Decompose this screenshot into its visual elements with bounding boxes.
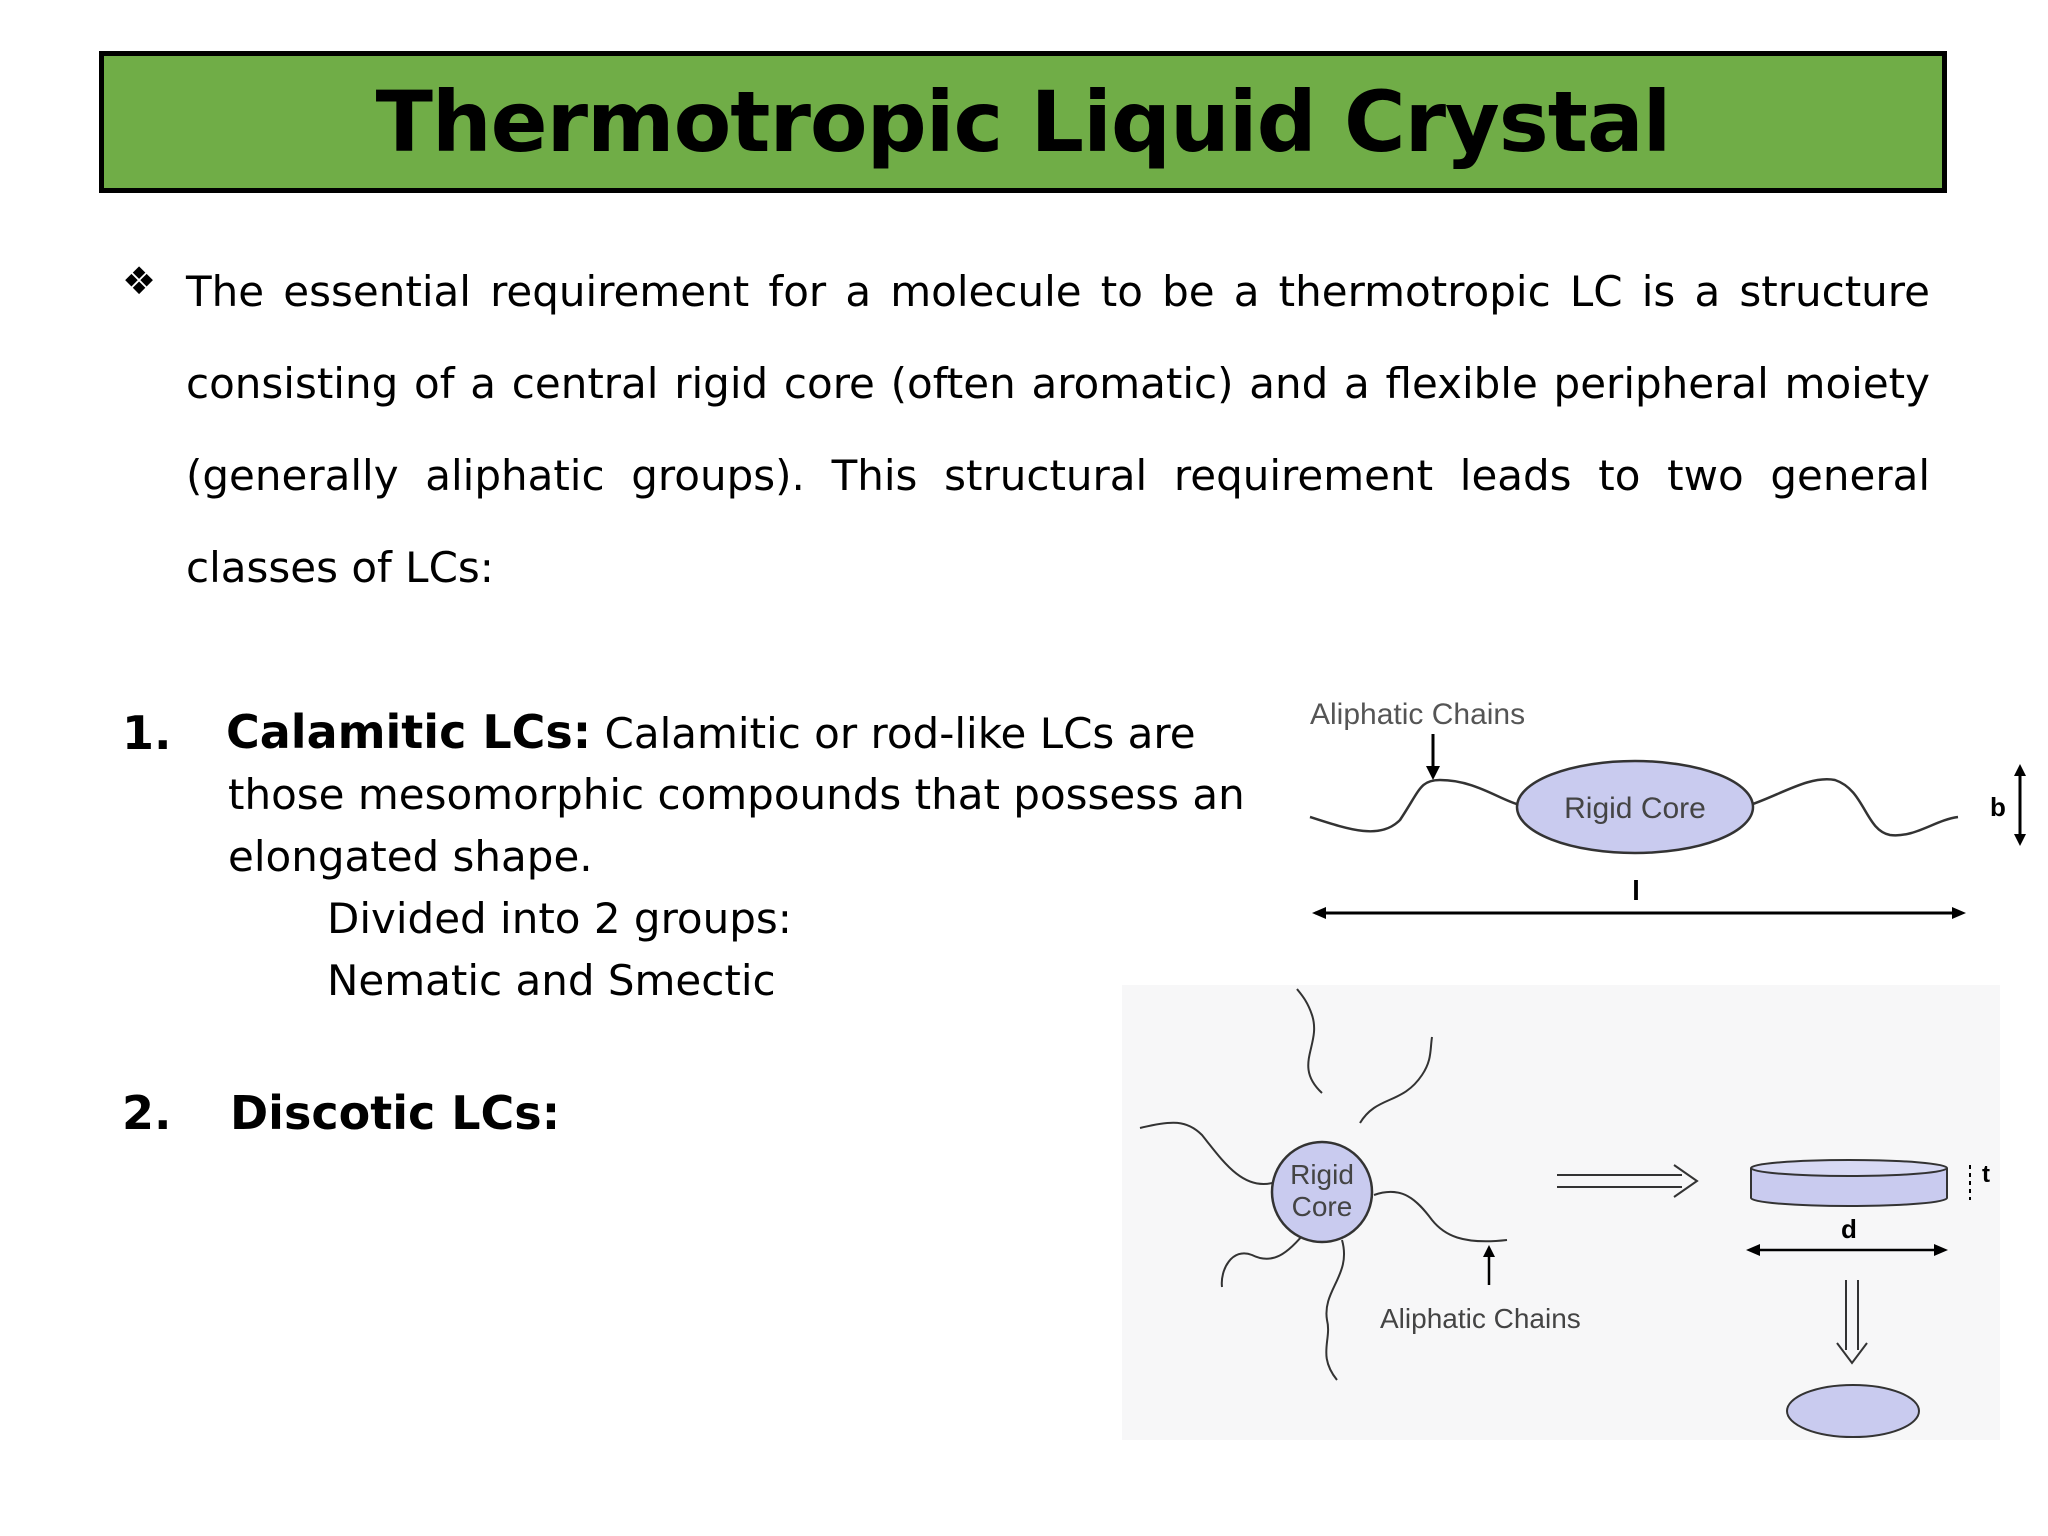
breadth-arrowhead-top [2014, 764, 2026, 776]
length-arrowhead-right [1952, 907, 1966, 919]
double-arrow-down-icon [1836, 1342, 1868, 1365]
bullet-diamond-icon: ❖ [122, 259, 157, 303]
item-2-heading: Discotic LCs: [230, 1086, 561, 1140]
breadth-label: b [1990, 792, 2006, 822]
disc-side-top [1750, 1159, 1948, 1177]
length-arrowhead-left [1312, 907, 1326, 919]
chains-pointer-arrowhead [1426, 766, 1440, 780]
diameter-arrowhead-right [1934, 1244, 1948, 1256]
discotic-diagram: Rigid Core Aliphatic Chains t d [1122, 985, 2000, 1440]
item-1-text-line1: Calamitic or rod-like LCs are [591, 709, 1196, 758]
breadth-arrowhead-bottom [2014, 834, 2026, 846]
item-1-number: 1. [122, 706, 172, 760]
rigid-core-ellipse [1515, 759, 1755, 855]
discotic-chains-pointer-head [1483, 1245, 1495, 1257]
discotic-diagram-background [1122, 985, 2000, 1440]
discotic-chain-bottom [1325, 1239, 1345, 1381]
discotic-core-label-line1: Rigid [1290, 1159, 1354, 1190]
item-2-number: 2. [122, 1086, 172, 1140]
item-1-heading: Calamitic LCs: [226, 705, 592, 759]
slide-title: Thermotropic Liquid Crystal [375, 73, 1672, 171]
double-arrow-down-shaft [1845, 1280, 1859, 1350]
double-arrow-right-shaft [1557, 1174, 1682, 1188]
discotic-chain-left [1139, 1121, 1273, 1186]
double-arrow-right-icon [1673, 1164, 1699, 1198]
thickness-label: t [1982, 1161, 1990, 1188]
calamitic-diagram: Aliphatic Chains Rigid Core b l [1290, 690, 2048, 950]
discotic-core-label-line2: Core [1292, 1191, 1353, 1222]
discotic-chains-label: Aliphatic Chains [1380, 1303, 1581, 1334]
item-1-sub-line1: Divided into 2 groups: [327, 894, 792, 943]
calamitic-chains-label: Aliphatic Chains [1310, 698, 1525, 731]
title-banner: Thermotropic Liquid Crystal [99, 51, 1947, 193]
item-1-sub-line2: Nematic and Smectic [327, 956, 776, 1005]
intro-paragraph: The essential requirement for a molecule… [186, 267, 1930, 592]
left-aliphatic-chain [1309, 778, 1521, 833]
length-label: l [1632, 875, 1640, 906]
discotic-chain-top-right [1359, 1036, 1433, 1124]
rigid-core-label: Rigid Core [1564, 792, 1706, 825]
disc-top-view [1786, 1384, 1920, 1438]
item-1-text-line3: elongated shape. [228, 832, 593, 881]
discotic-chain-top [1296, 988, 1323, 1094]
diameter-label: d [1841, 1214, 1857, 1244]
discotic-chain-bottom-left [1220, 1229, 1308, 1288]
item-1-line1: Calamitic LCs: Calamitic or rod-like LCs… [226, 701, 1196, 765]
diameter-arrowhead-left [1746, 1244, 1760, 1256]
item-1-text-line2: those mesomorphic compounds that possess… [228, 770, 1245, 819]
discotic-core-circle [1270, 1140, 1374, 1244]
right-aliphatic-chain [1749, 777, 1959, 837]
discotic-chain-right [1373, 1190, 1508, 1243]
